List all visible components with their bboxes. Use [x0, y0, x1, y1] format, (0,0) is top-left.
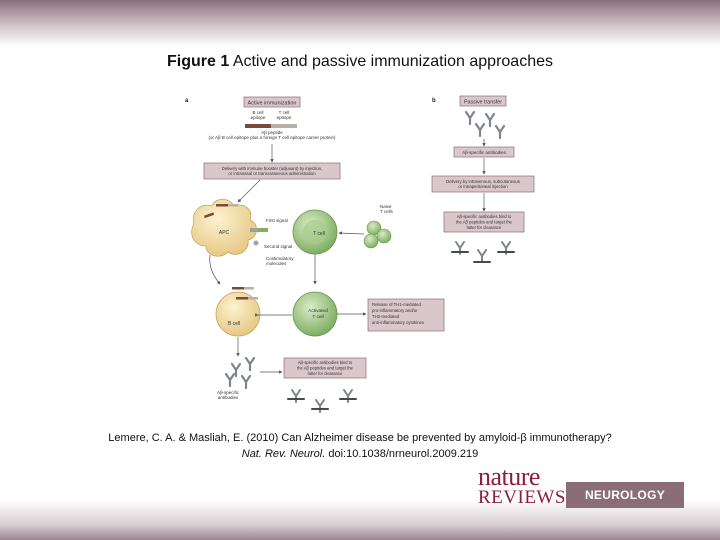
- naive-t-cell-3: [363, 233, 379, 249]
- b-cell: [215, 291, 261, 337]
- peptide-bar-b: [245, 124, 271, 128]
- panel-b-bound-antibodies: [451, 241, 515, 263]
- first-signal-label: First signal: [266, 218, 288, 223]
- panel-a-antibodies: [224, 356, 256, 390]
- second-signal-label: Second signal: [264, 244, 292, 249]
- t-cell-label: T cell: [313, 231, 325, 237]
- logo-neurology: NEUROLOGY: [566, 482, 684, 508]
- panel-b-header: Passive transfer: [464, 100, 502, 106]
- panel-b-antibodies-text: Aβ-specific antibodies: [462, 150, 507, 155]
- panel-a-header: Active immunization: [248, 101, 297, 107]
- figure-title-text: Active and passive immunization approach…: [232, 53, 553, 70]
- citation: Lemere, C. A. & Masliah, E. (2010) Can A…: [0, 430, 720, 462]
- panel-a-bound-antibodies: [287, 389, 357, 413]
- b-cell-label: B cell: [228, 321, 240, 327]
- panel-b-antibodies: [464, 110, 506, 140]
- panel-a-delivery: Delivery with immune booster (adjuvant) …: [222, 166, 323, 176]
- citation-line-2: Nat. Rev. Neurol. doi:10.1038/nrneurol.2…: [0, 446, 720, 462]
- logo-nature: nature: [478, 462, 540, 491]
- panel-b-bind-box: [443, 211, 525, 233]
- panel-b-delivery-box: [431, 175, 535, 193]
- journal-name: Nat. Rev. Neurol.: [241, 448, 326, 460]
- doi: doi:10.1038/nrneurol.2009.219: [328, 448, 479, 460]
- logo-reviews: REVIEWS: [478, 487, 566, 508]
- citation-line-1: Lemere, C. A. & Masliah, E. (2010) Can A…: [108, 432, 612, 444]
- cytokine-release-box: [367, 298, 445, 332]
- apc-label: APC: [219, 230, 230, 236]
- panel-b-label: b: [432, 98, 436, 104]
- panel-a-delivery-box: [203, 162, 341, 180]
- activated-t-cell: [292, 291, 338, 337]
- apc-cell: [191, 198, 257, 257]
- naive-t-cell-2: [376, 228, 392, 244]
- panel-a-label: a: [185, 98, 189, 104]
- peptide-bar-t: [271, 124, 297, 128]
- panel-b-header-box: [459, 95, 507, 107]
- panel-a-header-box: [243, 96, 301, 108]
- panel-a-bind-box: [283, 357, 367, 379]
- figure-title: Figure 1 Active and passive immunization…: [0, 53, 720, 71]
- figure-label: Figure 1: [167, 53, 230, 70]
- panel-b-antibodies-box: [453, 146, 515, 158]
- peptide-label: Aβ peptide(or Aβ B cell epitope plus a f…: [209, 130, 336, 140]
